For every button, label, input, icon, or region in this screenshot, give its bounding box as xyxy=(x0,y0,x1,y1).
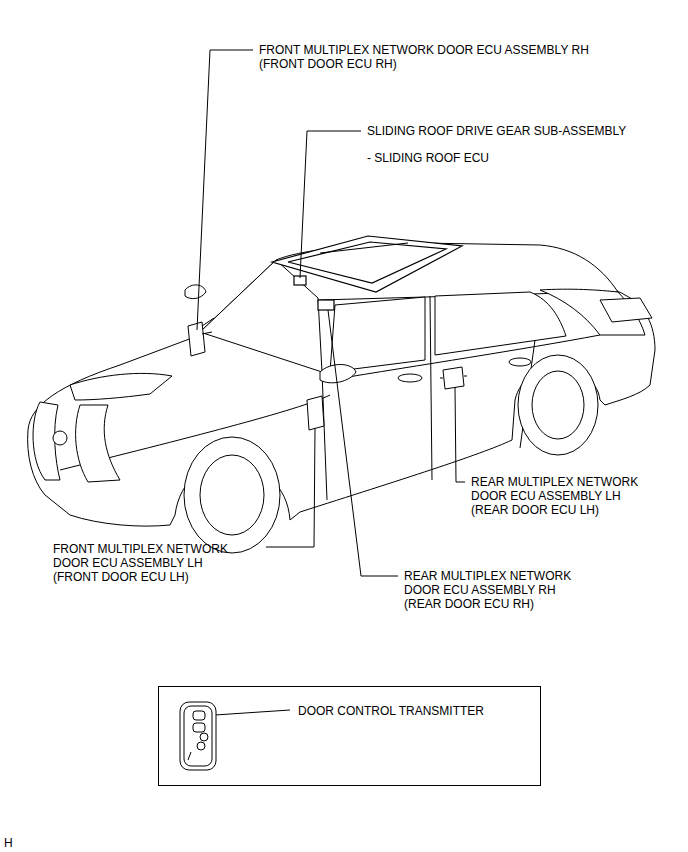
part-label: FRONT MULTIPLEX NETWORK DOOR ECU ASSEMBL… xyxy=(259,43,609,71)
key-fob-part xyxy=(193,711,205,720)
key-fob xyxy=(180,702,216,770)
car-body-part xyxy=(320,365,356,383)
label-text: REAR MULTIPLEX NETWORK DOOR ECU ASSEMBLY… xyxy=(471,475,638,517)
sliding-roof-frame-part xyxy=(318,300,334,310)
car-body-part xyxy=(76,405,120,482)
node-text-run: DOOR CONTROL TRANSMITTER xyxy=(298,704,484,718)
car-body-part xyxy=(509,358,531,366)
key-fob-part xyxy=(193,723,205,732)
label-text: - SLIDING ROOF ECU xyxy=(367,151,489,165)
ecu-parts-part xyxy=(443,367,464,389)
label-text: FRONT MULTIPLEX NETWORK DOOR ECU ASSEMBL… xyxy=(53,542,228,584)
ecu-parts-part xyxy=(307,396,324,430)
leader-line-part xyxy=(266,428,315,547)
car-body-part xyxy=(435,292,566,355)
label-text: REAR MULTIPLEX NETWORK DOOR ECU ASSEMBLY… xyxy=(404,569,571,611)
leader-line xyxy=(197,50,465,715)
part-label: - SLIDING ROOF ECU xyxy=(367,151,489,165)
ecu-parts-part xyxy=(440,376,467,378)
leader-line-part xyxy=(300,131,361,278)
figure-code: H xyxy=(4,836,13,850)
car-body-part xyxy=(600,298,652,322)
label-text: SLIDING ROOF DRIVE GEAR SUB-ASSEMBLY xyxy=(367,124,626,138)
part-label: SLIDING ROOF DRIVE GEAR SUB-ASSEMBLY xyxy=(367,124,626,138)
leader-line-part xyxy=(328,310,398,576)
node-text: DOOR CONTROL TRANSMITTER xyxy=(298,704,484,718)
car-body-part xyxy=(200,455,264,535)
inset-box: DOOR CONTROL TRANSMITTER xyxy=(158,686,541,786)
part-label: REAR MULTIPLEX NETWORK DOOR ECU ASSEMBLY… xyxy=(471,475,653,517)
ecu-parts-part xyxy=(188,322,205,356)
key-fob-part xyxy=(200,733,208,741)
leader-line-part xyxy=(455,387,465,482)
car-body-part xyxy=(430,296,432,480)
part-label: FRONT MULTIPLEX NETWORK DOOR ECU ASSEMBL… xyxy=(53,542,233,584)
car-body-part xyxy=(398,374,422,382)
car-body-part xyxy=(330,297,425,372)
key-fob-part xyxy=(197,742,205,750)
sliding-roof-frame-part xyxy=(320,243,408,253)
key-fob-part xyxy=(180,702,216,770)
car-body-part xyxy=(518,355,598,455)
car-body-part xyxy=(53,431,67,445)
ecu-parts-part xyxy=(202,318,214,334)
key-fob-part xyxy=(184,706,212,766)
car-body xyxy=(28,243,655,553)
car-body-part xyxy=(70,373,172,400)
label-text: FRONT MULTIPLEX NETWORK DOOR ECU ASSEMBL… xyxy=(259,43,589,71)
car-body-part xyxy=(322,372,327,500)
sliding-roof-frame-part xyxy=(288,242,446,283)
car-body-part xyxy=(28,282,655,527)
leader-line-part xyxy=(197,50,253,330)
leader-line-part xyxy=(215,710,290,715)
ecu-parts xyxy=(188,318,467,430)
label-text: H xyxy=(4,836,13,850)
car-body-part xyxy=(200,260,322,372)
car-body-part xyxy=(184,437,280,553)
part-label: REAR MULTIPLEX NETWORK DOOR ECU ASSEMBLY… xyxy=(404,569,586,611)
key-fob-part xyxy=(188,752,191,760)
car-body-part xyxy=(185,285,206,299)
car-body-part xyxy=(532,371,584,439)
